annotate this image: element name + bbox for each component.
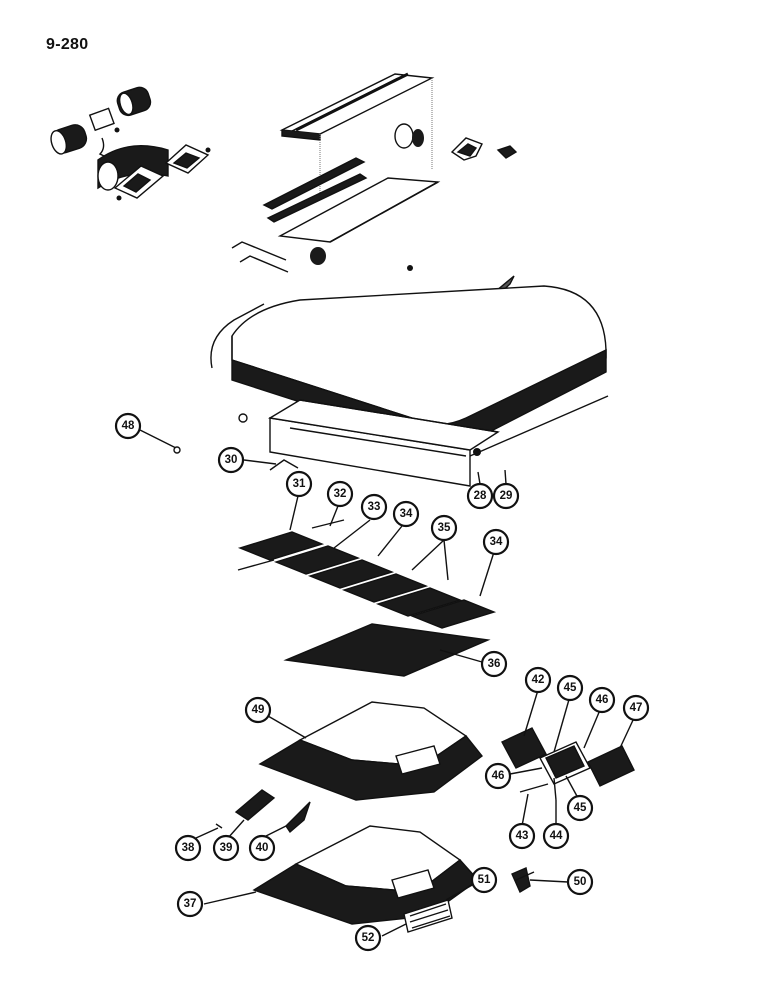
svg-text:35: 35 (438, 522, 451, 534)
callout-38: 38 (174, 834, 202, 862)
svg-text:38: 38 (182, 842, 195, 854)
callout-30: 30 (217, 446, 245, 474)
housing-frame (262, 72, 518, 243)
callout-29: 29 (492, 482, 520, 510)
filter-panels (237, 519, 497, 629)
svg-text:39: 39 (220, 842, 233, 854)
svg-text:52: 52 (362, 932, 375, 944)
callout-46a: 46 (588, 686, 616, 714)
svg-text:34: 34 (490, 536, 503, 548)
svg-text:28: 28 (474, 490, 487, 502)
callout-34a: 34 (392, 500, 420, 528)
svg-text:36: 36 (488, 658, 501, 670)
svg-text:30: 30 (225, 454, 238, 466)
svg-text:43: 43 (516, 830, 529, 842)
svg-text:29: 29 (500, 490, 513, 502)
callout-49: 49 (244, 696, 272, 724)
callout-51: 51 (470, 866, 498, 894)
svg-text:31: 31 (293, 478, 306, 490)
svg-text:48: 48 (122, 420, 135, 432)
svg-text:47: 47 (630, 702, 643, 714)
callout-31: 31 (285, 470, 313, 498)
callout-44: 44 (542, 822, 570, 850)
svg-text:49: 49 (252, 704, 265, 716)
bracket (511, 867, 535, 894)
callout-28: 28 (466, 482, 494, 510)
svg-text:46: 46 (596, 694, 609, 706)
tray (238, 399, 500, 487)
callout-45a: 45 (556, 674, 584, 702)
control-knob-assembly (50, 86, 211, 201)
svg-text:34: 34 (400, 508, 413, 520)
svg-text:51: 51 (478, 874, 491, 886)
window-kit (501, 727, 635, 801)
cover-upper (258, 701, 483, 801)
svg-text:45: 45 (564, 682, 577, 694)
callout-43: 43 (508, 822, 536, 850)
svg-text:33: 33 (368, 501, 381, 513)
svg-text:44: 44 (550, 830, 563, 842)
callout-50: 50 (566, 868, 594, 896)
svg-text:46: 46 (492, 770, 505, 782)
callout-35: 35 (430, 514, 458, 542)
svg-text:42: 42 (532, 674, 545, 686)
grille (403, 899, 453, 933)
svg-text:50: 50 (574, 876, 587, 888)
shelf-panel (283, 623, 491, 677)
svg-text:32: 32 (334, 488, 347, 500)
callout-45b: 45 (566, 794, 594, 822)
callout-36: 36 (480, 650, 508, 678)
callout-34b: 34 (482, 528, 510, 556)
callout-33: 33 (360, 493, 388, 521)
callout-48: 48 (114, 412, 142, 440)
callout-42: 42 (524, 666, 552, 694)
callout-47: 47 (622, 694, 650, 722)
callout-40: 40 (248, 834, 276, 862)
svg-text:37: 37 (184, 898, 197, 910)
page-title: 9-280 (46, 36, 89, 53)
callout-52: 52 (354, 924, 382, 952)
hinge-hardware (215, 789, 311, 834)
callout-39: 39 (212, 834, 240, 862)
svg-text:45: 45 (574, 802, 587, 814)
callout-37: 37 (176, 890, 204, 918)
svg-text:40: 40 (256, 842, 269, 854)
callout-46b: 46 (484, 762, 512, 790)
callout-32: 32 (326, 480, 354, 508)
